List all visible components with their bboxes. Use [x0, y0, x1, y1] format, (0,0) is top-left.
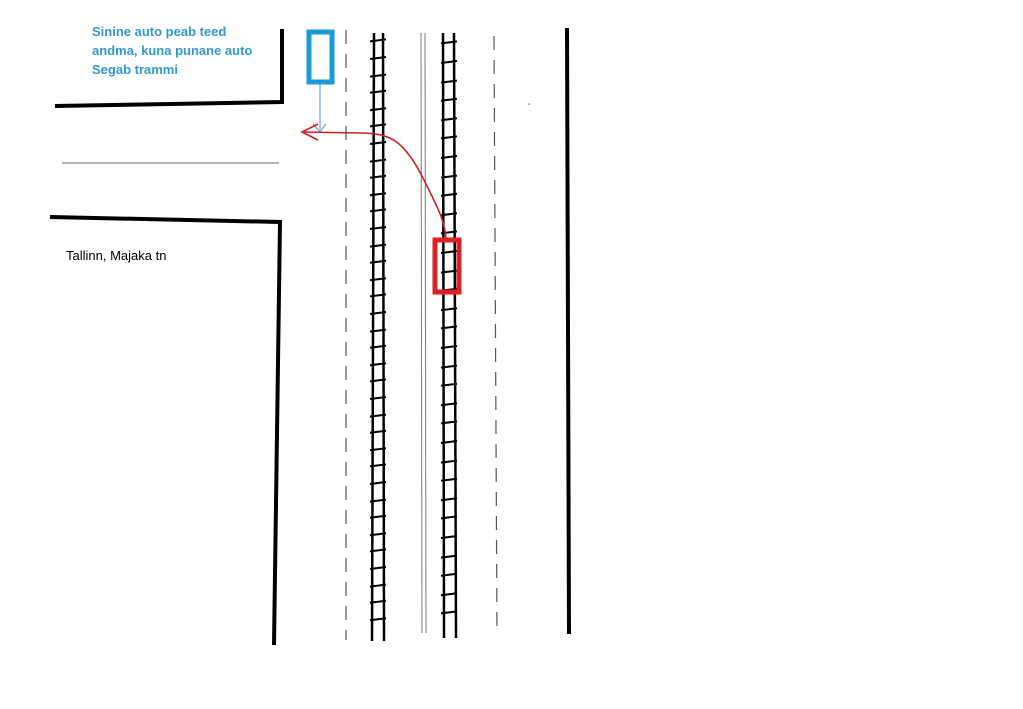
track-tie — [440, 307, 458, 312]
track-tie — [369, 293, 387, 298]
track-tie — [440, 250, 458, 254]
track-tie — [440, 345, 458, 349]
track-tie — [440, 230, 458, 235]
track-tie — [369, 259, 387, 264]
track-tie — [369, 447, 387, 452]
track-tie — [440, 79, 458, 84]
location-label: Tallinn, Majaka tn — [66, 248, 167, 263]
track-tie — [369, 429, 387, 434]
track-tie — [440, 610, 458, 615]
tram-median-line — [424, 32, 427, 634]
annotation-text: Sinine auto peab teed andma, kuna punane… — [92, 22, 282, 79]
side-street-upper-edge — [54, 29, 284, 108]
track-tie — [440, 325, 458, 330]
track-tie — [369, 328, 387, 333]
track-tie — [440, 364, 458, 369]
side-street-lower-edge — [49, 215, 283, 646]
stray-dot — [528, 103, 530, 105]
track-tie — [440, 477, 458, 482]
tram-track-right — [440, 32, 458, 639]
track-tie — [369, 463, 387, 468]
track-tie — [440, 459, 458, 464]
track-tie — [369, 243, 387, 248]
track-tie — [369, 73, 387, 78]
turn-arrowhead — [300, 123, 319, 141]
track-tie — [369, 174, 387, 179]
red-car-turn-path — [301, 131, 447, 239]
track-tie — [440, 572, 458, 577]
lane-marking-right — [493, 35, 498, 637]
track-tie — [440, 60, 458, 64]
track-tie — [440, 155, 458, 159]
track-tie — [440, 174, 458, 179]
annotation-line: Sinine auto peab teed — [92, 24, 227, 39]
track-tie — [369, 226, 387, 230]
track-tie — [369, 192, 387, 197]
track-tie — [369, 599, 387, 604]
track-tie — [440, 402, 458, 407]
main-road-right-edge — [565, 27, 571, 635]
track-tie — [369, 514, 387, 519]
track-tie — [440, 554, 458, 559]
annotation-line: andma, kuna punane auto — [92, 43, 253, 58]
track-tie — [440, 269, 458, 274]
track-tie — [440, 212, 458, 217]
track-tie — [369, 158, 387, 163]
track-tie — [440, 497, 458, 502]
track-tie — [440, 40, 458, 45]
track-tie — [440, 535, 458, 539]
red-car — [432, 237, 462, 295]
annotation-line: Segab trammi — [92, 62, 178, 77]
track-tie — [440, 135, 458, 140]
track-tie — [369, 362, 387, 367]
track-tie — [440, 515, 458, 520]
track-tie — [369, 583, 387, 588]
track-tie — [369, 413, 387, 418]
track-tie — [369, 141, 387, 145]
track-tie — [369, 123, 387, 128]
track-tie — [369, 344, 387, 349]
tram-median-line — [420, 32, 423, 634]
track-tie — [369, 548, 387, 553]
track-tie — [440, 420, 458, 425]
track-tie — [440, 117, 458, 122]
tram-track-left — [369, 32, 387, 642]
track-tie — [440, 382, 458, 387]
track-tie — [369, 617, 387, 622]
track-tie — [369, 498, 387, 503]
track-tie — [440, 592, 458, 597]
track-tie — [369, 56, 387, 60]
track-tie — [369, 566, 387, 570]
track-tie — [369, 532, 387, 537]
track-tie — [440, 192, 458, 197]
track-tie — [440, 440, 458, 444]
track-tie — [369, 107, 387, 112]
track-tie — [369, 481, 387, 485]
track-tie — [369, 38, 387, 43]
track-tie — [369, 396, 387, 400]
track-tie — [369, 311, 387, 315]
track-tie — [369, 208, 387, 213]
track-tie — [369, 277, 387, 282]
track-tie — [369, 89, 387, 94]
blue-car — [306, 29, 335, 85]
track-tie — [369, 378, 387, 383]
track-tie — [440, 97, 458, 102]
